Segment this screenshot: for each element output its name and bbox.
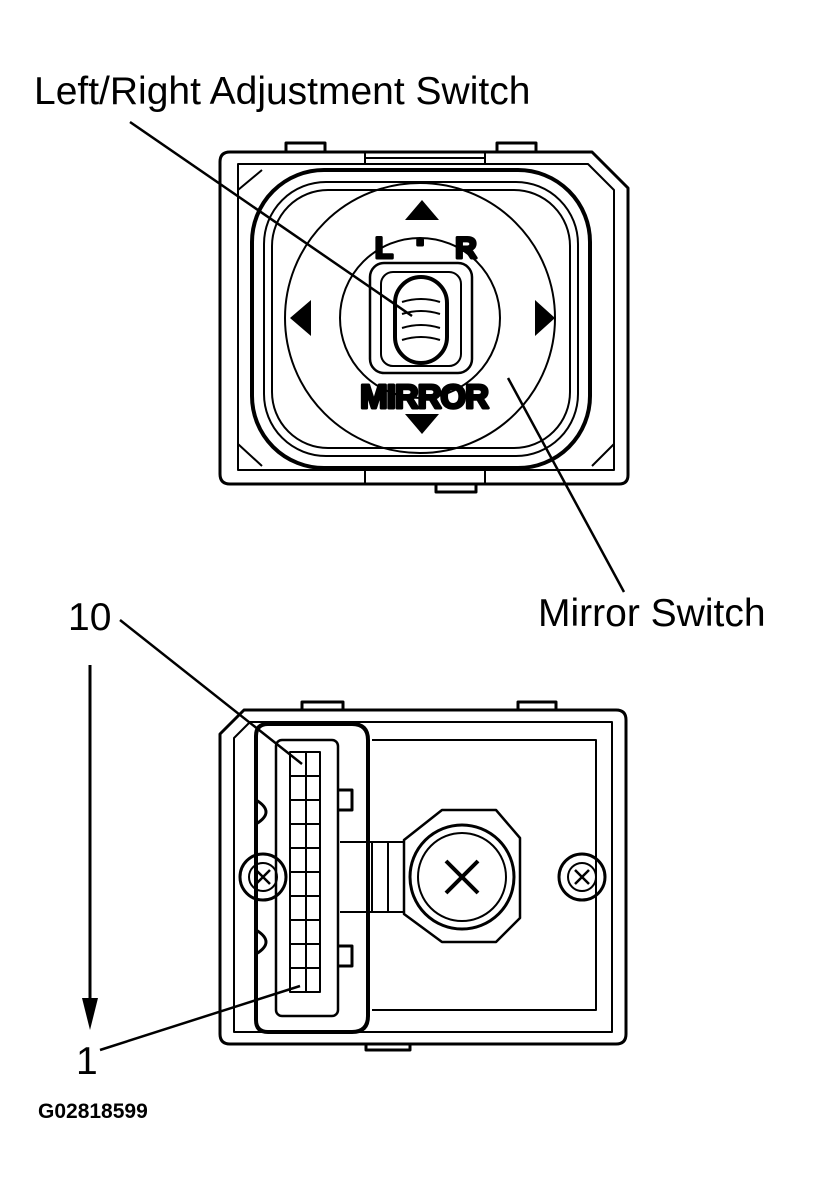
mirror-switch-callout: Mirror Switch [538,592,766,635]
connector-latch-notches [255,788,354,968]
pin-1-leader-line [99,984,301,1052]
right-screw-head [567,862,597,892]
connector-pin-cell [305,823,321,849]
figure-code: G02818599 [38,1100,148,1123]
rear-top-tab-right [516,700,558,710]
mirror-switch-leader-line [506,377,626,593]
housing-top-clip [364,152,486,164]
housing-bottom-tab [434,484,478,494]
arrow-left-icon [290,300,311,336]
arrow-right-icon [535,300,555,336]
housing-top-tab-left [284,141,327,152]
lr-label-left: L [375,232,393,265]
arrow-down-icon [405,414,439,434]
connector-pin-cell [305,871,321,897]
connector-pin-cell [305,799,321,825]
lr-label-right: R [455,232,477,265]
lr-switch-leader-line [129,120,413,318]
pivot-screw-inner-ring [417,832,507,922]
connector-pin-cell [289,775,307,801]
housing-corner-marks [237,169,615,467]
left-screw-cross [255,869,271,885]
mirror-dial-inner-ring [339,237,501,399]
rear-top-tab-left [300,700,345,710]
connector-pin-cell [289,823,307,849]
left-screw-icon [238,852,288,902]
connector-pin-cell [305,751,321,777]
connector-pin-cell [289,799,307,825]
pin-order-arrow-icon [82,998,98,1030]
housing-top-tab-right [495,141,538,152]
connector-pin-cell [305,895,321,921]
pin-1-callout: 1 [76,1040,98,1083]
knob-inner-shell [263,181,579,457]
switch-rear-view [218,700,628,1052]
connector-pin-cell [305,847,321,873]
connector-pin-cell [305,967,321,993]
lr-label-dot: · [415,224,426,262]
connector-bridge [340,841,404,913]
lr-switch-lever-base [380,271,462,367]
mirror-face-label: MIRROR [360,378,489,415]
connector-pin-cavity [274,738,340,1018]
lr-switch-socket [368,261,474,375]
switch-housing-outline [218,150,630,486]
switch-housing-inner-edge [237,163,615,471]
right-screw-icon [557,852,607,902]
connector-pin-cell [289,919,307,945]
connector-pin-cell [305,943,321,969]
connector-pin-cell [289,895,307,921]
pivot-screw-cross-icon [444,859,480,895]
lr-switch-lever[interactable] [393,275,449,365]
lr-switch-callout: Left/Right Adjustment Switch [34,70,531,113]
connector-pin-cell [305,919,321,945]
rear-right-chamber [372,739,597,1011]
housing-bottom-clip [364,470,486,484]
right-screw-cross [574,869,590,885]
connector-pin-cell [289,871,307,897]
pivot-bracket [402,808,522,944]
knob-bezel [271,189,571,449]
rear-housing-inner-edge [233,721,613,1033]
knob-outer-shell [250,168,592,470]
arrow-up-icon [405,200,439,220]
rear-bottom-tab [364,1044,412,1052]
connector-pin-cell [305,775,321,801]
lr-switch-lever-ridges [401,298,441,341]
switch-front-view: L · R MIRROR [218,141,630,494]
pivot-screw-ring [408,823,516,931]
connector-shell [254,722,370,1034]
connector-pin-cell [289,943,307,969]
rear-housing-outline [218,708,628,1046]
pin-10-leader-line [119,619,303,765]
connector-pin-grid [289,751,321,993]
pin-10-callout: 10 [68,596,112,639]
connector-pin-cell [289,847,307,873]
